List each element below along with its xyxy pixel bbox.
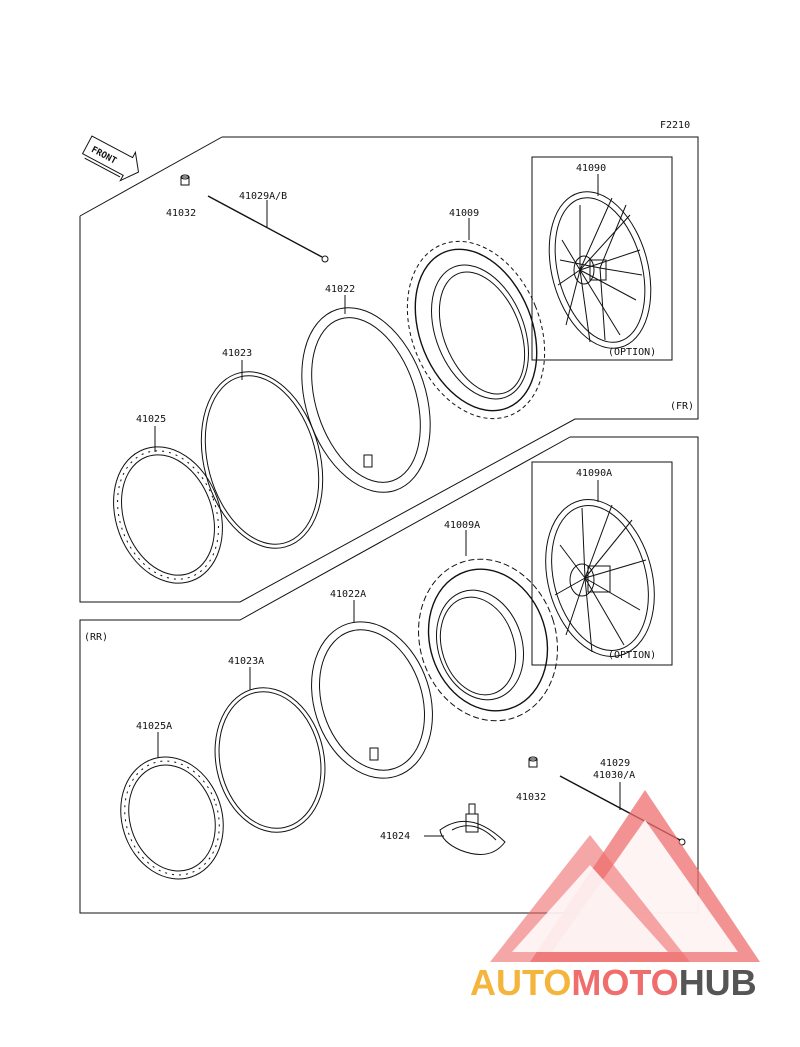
- rear-rim-lock: [439, 803, 506, 855]
- front-section-frame: [79, 136, 699, 603]
- watermark-part-3: HUB: [678, 962, 757, 1003]
- rear-rim: [120, 756, 224, 880]
- rear-valve-cap: [528, 756, 538, 768]
- front-arrow-icon: FRONT: [81, 135, 140, 182]
- rear-tube-label: 41022A: [330, 589, 366, 600]
- front-tire-label: 41009: [449, 208, 479, 219]
- rear-section-frame: [79, 436, 699, 914]
- rear-spoke: [559, 775, 686, 846]
- rear-tube: [311, 621, 433, 779]
- rear-wheel-label: 41090A: [576, 468, 612, 479]
- rear-wheel: [545, 499, 655, 657]
- watermark-part-1: AUTO: [470, 962, 572, 1003]
- front-valve-cap: [180, 174, 190, 186]
- rear-spoke-label-2: 41030/A: [593, 770, 635, 781]
- watermark-text: AUTOMOTOHUB: [470, 962, 757, 1004]
- front-section-label: (FR): [670, 401, 694, 412]
- rear-rim-band: [214, 687, 326, 833]
- rear-rim-lock-label: 41024: [380, 831, 410, 842]
- front-wheel: [548, 191, 652, 349]
- front-rim: [113, 446, 223, 584]
- front-spoke: [207, 195, 329, 263]
- front-valve-cap-label: 41032: [166, 208, 196, 219]
- front-wheel-note: (OPTION): [608, 347, 656, 358]
- front-wheel-box: [531, 156, 673, 361]
- rear-tire-label: 41009A: [444, 520, 480, 531]
- front-tube: [301, 307, 431, 493]
- rear-spoke-label-1: 41029: [600, 758, 630, 769]
- rear-section-label: (RR): [84, 632, 108, 643]
- front-spoke-label: 41029A/B: [239, 191, 287, 202]
- front-tire: [406, 240, 546, 420]
- rear-tire: [418, 558, 558, 722]
- rear-rim-label: 41025A: [136, 721, 172, 732]
- front-rim-band-label: 41023: [222, 348, 252, 359]
- rear-wheel-box: [531, 461, 673, 666]
- front-tube-label: 41022: [325, 284, 355, 295]
- watermark-part-2: MOTO: [571, 962, 679, 1003]
- front-rim-label: 41025: [136, 414, 166, 425]
- rear-wheel-note: (OPTION): [608, 650, 656, 661]
- front-rim-band: [200, 371, 324, 549]
- rear-rim-band-label: 41023A: [228, 656, 264, 667]
- rear-valve-cap-label: 41032: [516, 792, 546, 803]
- front-wheel-label: 41090: [576, 163, 606, 174]
- diagram-code: F2210: [660, 120, 690, 131]
